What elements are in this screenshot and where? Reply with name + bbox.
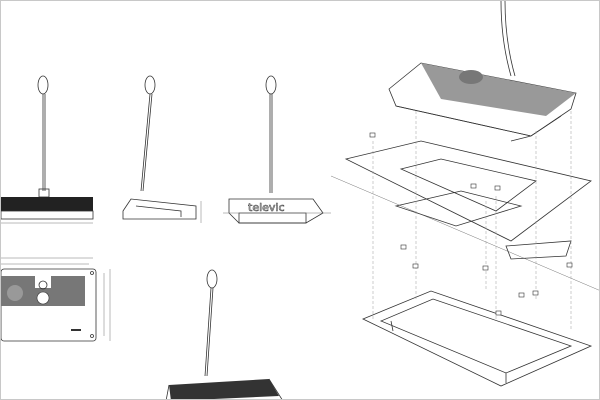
exploded-view: [330, 1, 599, 387]
front-panel: [1, 197, 93, 211]
side-view: [122, 75, 202, 223]
screws: [369, 132, 573, 316]
logo: televic: [248, 201, 285, 214]
flush-mount-frame: [362, 290, 593, 387]
back-view: televic: [223, 75, 331, 224]
front-view: [1, 75, 94, 224]
microphone-head: [37, 75, 49, 95]
perspective-view: [165, 269, 283, 399]
mounting-plate: [344, 140, 592, 242]
top-view: [1, 257, 111, 342]
